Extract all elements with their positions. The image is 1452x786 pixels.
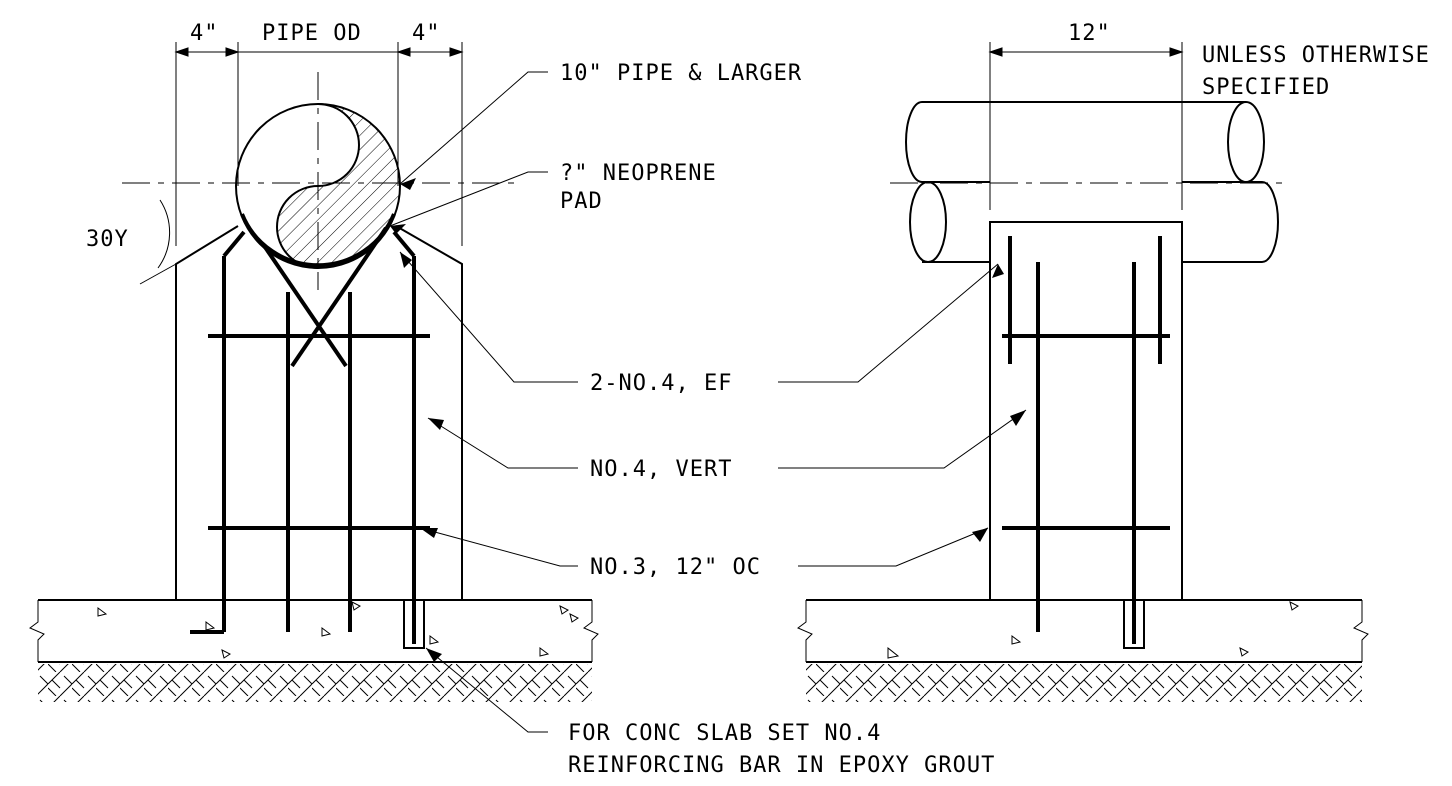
pedestal-outline-right [989,221,1183,600]
dim-left-clear: 4" [190,21,219,46]
dim-pipe-od: PIPE OD [262,21,362,46]
pipe-elevation-right [905,101,1279,263]
dim-angle: 30Y [86,227,129,252]
earth-hatch-right [806,664,1362,702]
reinforcing-bars-left [190,226,430,634]
concrete-slab-left [29,599,599,702]
earth-hatch-left [38,664,592,702]
note-slab-line2: REINFORCING BAR IN EPOXY GROUT [568,753,995,778]
note-slab-line1: FOR CONC SLAB SET NO.4 [568,721,881,746]
callout-notes: 10" PIPE & LARGER ?" NEOPRENE PAD 2-NO.4… [560,61,995,778]
note-ties: NO.3, 12" OC [590,555,761,580]
leader-lines [389,71,1027,733]
note-bars-ef: 2-NO.4, EF [590,371,732,396]
front-view: 4" PIPE OD 4" 30Y [29,21,599,702]
concrete-slab-right [797,599,1369,702]
side-view: 12" UNLESS OTHERWISE SPECIFIED [797,21,1430,702]
dimension-lines-left [139,42,464,285]
pedestal-outline-left [175,225,463,600]
note-unless-line1: UNLESS OTHERWISE [1202,43,1430,68]
note-unless-line2: SPECIFIED [1202,75,1330,100]
epoxy-dowel-left [403,600,425,649]
note-pad-line1: ?" NEOPRENE [560,161,717,186]
reinforcing-bars-right [1002,236,1170,632]
note-pad-line2: PAD [560,189,603,214]
epoxy-dowel-right [1123,600,1145,649]
dimension-lines-right [988,42,1184,210]
note-vert-bars: NO.4, VERT [590,457,732,482]
note-pipe-size: 10" PIPE & LARGER [560,61,802,86]
dim-right-clear: 4" [412,21,441,46]
dim-width-side: 12" [1068,21,1111,46]
